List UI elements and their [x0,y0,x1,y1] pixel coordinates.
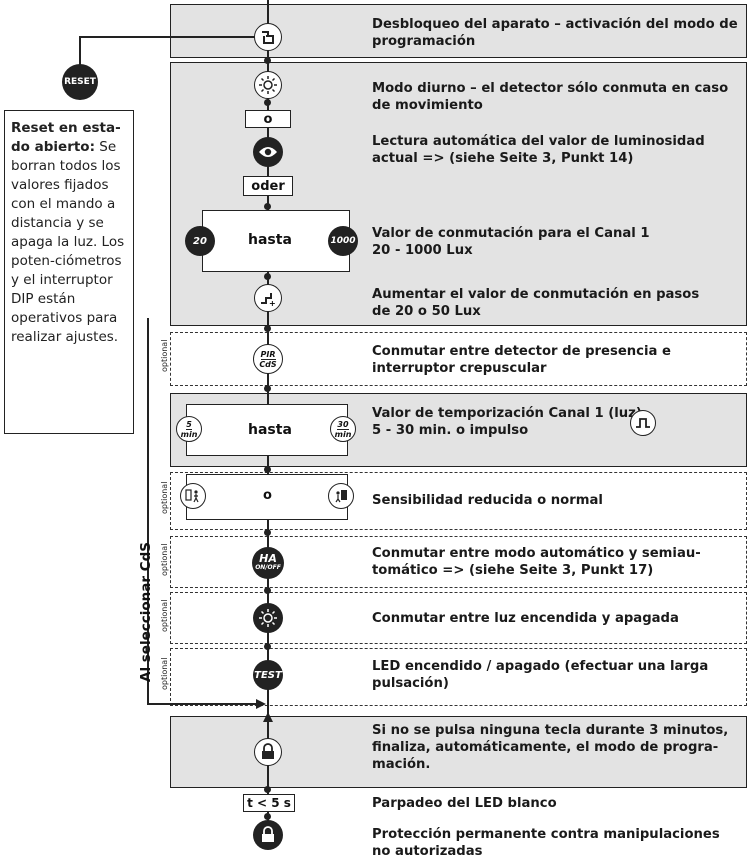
step-up-icon[interactable]: + [254,284,282,312]
optional-label-5: optional [160,657,169,690]
or-box: o [245,110,291,128]
ha-text: Conmutar entre modo automático y semiau-… [372,546,701,578]
sens-text: Sensibilidad reducida o normal [372,493,603,508]
time-max-num: 30 [337,419,349,430]
unlock-text: Desbloqueo del aparato – activación del … [372,17,738,49]
ha-label: HA [259,552,277,565]
sens-box [186,474,348,520]
time-limit-box: t < 5 s [243,794,295,812]
reset-note-text: Se borran todos los valores fijados con … [11,139,125,345]
dot-1 [264,57,271,64]
dot-6 [264,385,271,392]
cds-label: CdS [259,359,277,369]
perm-text: Protección permanente contra manipulacio… [372,827,720,859]
dot-7 [264,466,271,473]
auto-read-text: Lectura automática del valor de luminosi… [372,134,705,166]
reset-note: Reset en esta-do abierto: Se borran todo… [4,110,134,434]
lux-text-1: Valor de conmutación para el Canal 1 [372,226,650,241]
pulse-icon [630,410,656,436]
optional-label-2: optional [160,481,169,514]
time-min-value: 5 min [176,416,202,442]
blink-text: Parpadeo del LED blanco [372,796,557,811]
dot-11 [264,786,271,793]
reset-button[interactable]: RESET [62,64,98,100]
reset-note-title: Reset en esta-do abierto: [11,120,121,155]
day-mode-text: Modo diurno – el detector sólo conmuta e… [372,81,729,113]
lock-text: Si no se pulsa ninguna tecla durante 3 m… [372,723,729,772]
time-min-num: 5 [186,419,192,430]
optional-label-4: optional [160,599,169,632]
time-hasta: hasta [248,422,292,438]
ha-onoff-button[interactable]: HA ON/OFF [252,547,284,579]
svg-text:+: + [269,299,276,307]
dot-12 [264,813,271,820]
sens-normal-icon[interactable] [328,483,354,509]
sens-or: o [263,488,272,503]
unlock-icon[interactable] [254,23,282,51]
oder-box: oder [243,176,293,196]
time-max-value: 30 min [330,416,356,442]
pir-text: Conmutar entre detector de presencia e i… [372,344,671,376]
dot-4 [264,273,271,280]
eye-icon[interactable] [253,137,283,167]
test-button[interactable]: TEST [253,660,283,690]
dot-8 [264,529,271,536]
step-text: Aumentar el valor de conmutación en paso… [372,287,700,319]
permanent-lock-icon[interactable] [253,820,283,850]
sens-reduced-icon[interactable] [180,483,206,509]
optional-label-1: optional [160,339,169,372]
pir-cds-icon[interactable]: PIR CdS [253,344,283,374]
dot-5 [264,325,271,332]
lux-hasta: hasta [248,232,292,248]
optional-label-3: optional [160,543,169,576]
pir-label: PIR [260,349,276,360]
dot-3 [264,203,271,210]
light-bulb-icon[interactable] [253,603,283,633]
dot-10 [264,643,271,650]
lux-min-value: 20 [185,226,215,256]
time-text-1: Valor de temporización Canal 1 (luz) [372,406,642,421]
time-max-unit: min [334,429,352,439]
test-text: LED encendido / apagado (efectuar una la… [372,659,709,691]
light-text: Conmutar entre luz encendida y apagada [372,611,679,626]
time-text-2: 5 - 30 min. o impulso [372,423,529,438]
time-min-unit: min [180,429,198,439]
lock-icon[interactable] [254,738,282,766]
time-range-box [186,404,348,456]
dot-9 [264,587,271,594]
dot-2 [264,99,271,106]
side-label: Al seleccionar CdS [138,541,154,682]
lux-text-2: 20 - 1000 Lux [372,243,473,258]
lux-max-value: 1000 [328,226,358,256]
onoff-label: ON/OFF [255,564,281,571]
sun-icon[interactable] [254,71,282,99]
